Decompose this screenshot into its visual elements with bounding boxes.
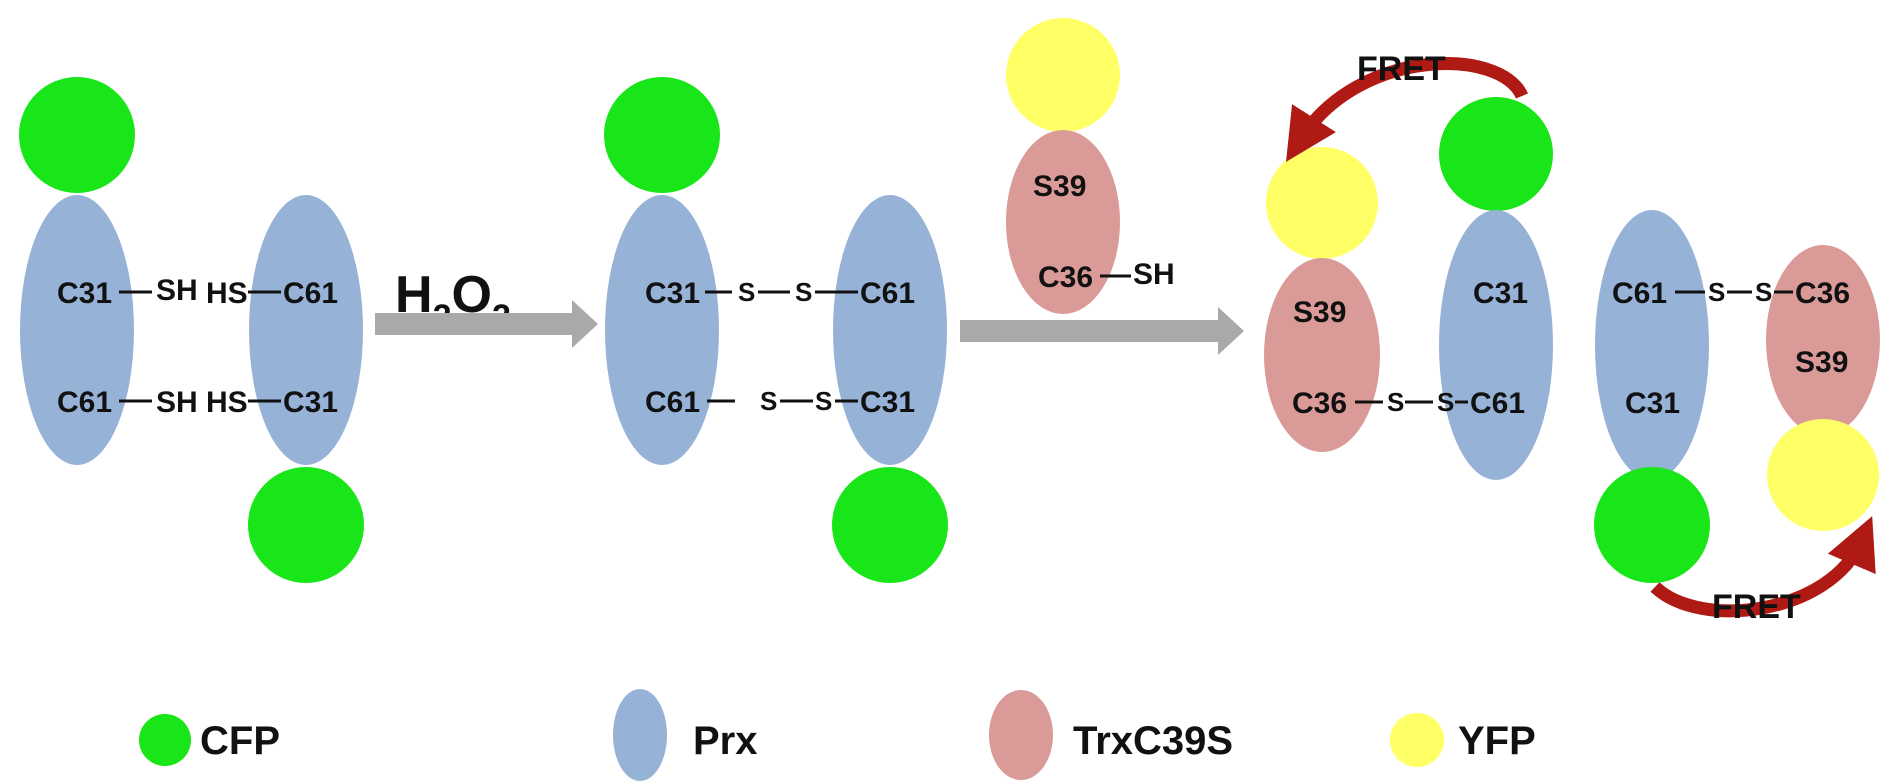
- legend-item: Prx: [613, 689, 758, 781]
- fret-label-top: FRET: [1357, 50, 1446, 88]
- stage3-fret-complex: S39 C36 C31 C61 S S C61 C31 C36 S39 S S …: [1264, 50, 1880, 626]
- site-label: C61: [1470, 387, 1525, 420]
- legend-label: YFP: [1458, 719, 1536, 763]
- site-label: C31: [283, 386, 338, 419]
- site-label: S39: [1795, 346, 1848, 379]
- cfp-circle: [1439, 97, 1553, 211]
- prx-ellipse: [605, 195, 719, 465]
- site-label: C61: [57, 386, 112, 419]
- sulfur-label: S: [815, 386, 832, 416]
- legend-label: CFP: [200, 719, 280, 763]
- prx-ellipse: [833, 195, 947, 465]
- cfp-circle: [1594, 467, 1710, 583]
- site-label: C31: [1625, 387, 1680, 420]
- prx-ellipse: [1595, 210, 1709, 480]
- thiol-group-label: SH: [156, 386, 198, 419]
- prx-ellipse: [1439, 210, 1553, 480]
- stage2-oxidized-dimer: C31 S S C61 C61 S S C31: [604, 77, 948, 583]
- legend-item: CFP: [139, 714, 280, 766]
- yfp-circle: [1006, 18, 1120, 132]
- thiol-group-label: HS: [206, 386, 248, 419]
- trx-ellipse: [1006, 130, 1120, 314]
- thiol-group-label: SH: [156, 274, 198, 307]
- site-label: S39: [1033, 170, 1086, 203]
- legend-label: Prx: [693, 719, 758, 763]
- sulfur-label: S: [738, 277, 755, 307]
- yfp-circle: [1767, 419, 1879, 531]
- site-label: C31: [860, 386, 915, 419]
- sulfur-label: S: [760, 386, 777, 416]
- fret-arrow-bottom: [1650, 516, 1876, 618]
- legend: CFP Prx TrxC39S YFP: [139, 689, 1536, 781]
- sulfur-label: S: [795, 277, 812, 307]
- legend-item: TrxC39S: [989, 690, 1233, 780]
- cfp-circle: [604, 77, 720, 193]
- sulfur-label: S: [1387, 387, 1404, 417]
- site-label: C61: [860, 277, 915, 310]
- legend-item: YFP: [1390, 713, 1536, 767]
- prx-ellipse: [20, 195, 134, 465]
- site-label: C36: [1292, 387, 1347, 420]
- site-label: C61: [645, 386, 700, 419]
- yfp-circle: [1266, 147, 1378, 259]
- free-trx-yfp: S39 C36 SH: [1006, 18, 1175, 314]
- thiol-group-label: HS: [206, 277, 248, 310]
- legend-label: TrxC39S: [1073, 719, 1233, 763]
- site-label: C31: [1473, 277, 1528, 310]
- sulfur-label: S: [1437, 387, 1454, 417]
- prx-legend-icon: [613, 689, 667, 781]
- cfp-circle: [248, 467, 364, 583]
- fret-label-bottom: FRET: [1712, 588, 1801, 626]
- stage1-reduced-dimer: C31 SH HS C61 C61 SH HS C31: [19, 77, 364, 583]
- site-label: C61: [1612, 277, 1667, 310]
- site-label: S39: [1293, 296, 1346, 329]
- site-label: C36: [1038, 261, 1093, 294]
- thiol-group-label: SH: [1133, 258, 1175, 291]
- cfp-circle: [19, 77, 135, 193]
- site-label: C31: [57, 277, 112, 310]
- yfp-legend-icon: [1390, 713, 1444, 767]
- trx-ellipse: [1766, 245, 1880, 435]
- cfp-legend-icon: [139, 714, 191, 766]
- sulfur-label: S: [1755, 277, 1772, 307]
- site-label: C36: [1795, 277, 1850, 310]
- trx-legend-icon: [989, 690, 1053, 780]
- sulfur-label: S: [1708, 277, 1725, 307]
- gray-arrow: [960, 307, 1244, 355]
- gray-arrow: [375, 300, 598, 348]
- trx-ellipse: [1264, 258, 1380, 452]
- cfp-circle: [832, 467, 948, 583]
- oxidation-arrow: H2O2: [375, 266, 598, 348]
- site-label: C31: [645, 277, 700, 310]
- prx-ellipse: [249, 195, 363, 465]
- fret-arrow-top: [1285, 57, 1528, 162]
- site-label: C61: [283, 277, 338, 310]
